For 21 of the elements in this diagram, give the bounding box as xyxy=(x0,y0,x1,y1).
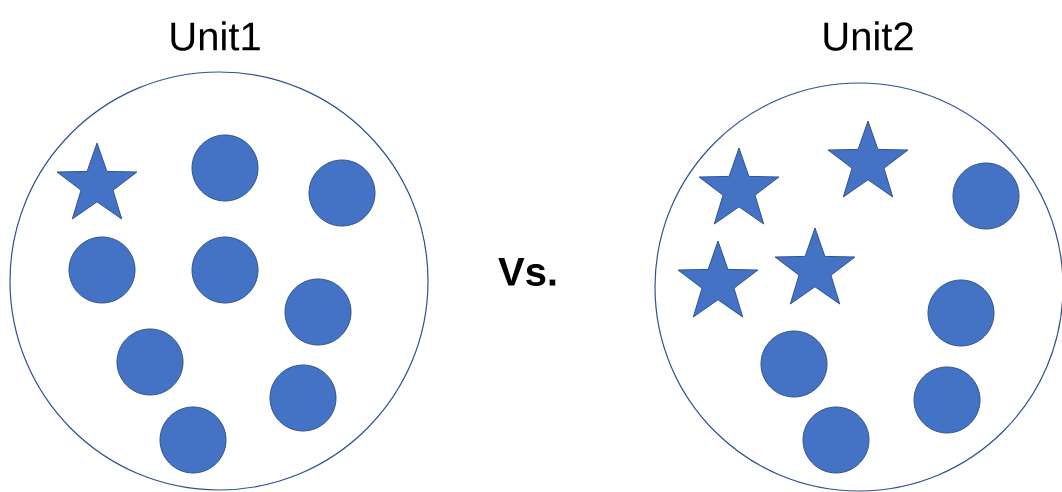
dot-shape xyxy=(269,364,337,432)
dot-shape xyxy=(68,236,136,304)
dot-shape xyxy=(308,159,376,227)
dot-shape xyxy=(927,279,995,347)
dot-shape xyxy=(952,162,1020,230)
dot-shape xyxy=(191,134,259,202)
dot-shape xyxy=(191,236,259,304)
dot-shape xyxy=(802,406,870,474)
node-label: Unit2 xyxy=(824,21,913,51)
star-shape xyxy=(698,147,780,225)
dot-shape xyxy=(159,406,227,474)
star-shape xyxy=(56,142,138,220)
versus-text: Vs. xyxy=(498,258,556,286)
star-shape xyxy=(774,227,856,305)
dot-shape xyxy=(913,366,981,434)
dot-shape xyxy=(116,328,184,396)
star-shape xyxy=(827,120,909,198)
node-label: Unit1 xyxy=(171,21,260,51)
dot-shape xyxy=(284,278,352,346)
dot-shape xyxy=(760,330,828,398)
star-shape xyxy=(677,240,759,318)
